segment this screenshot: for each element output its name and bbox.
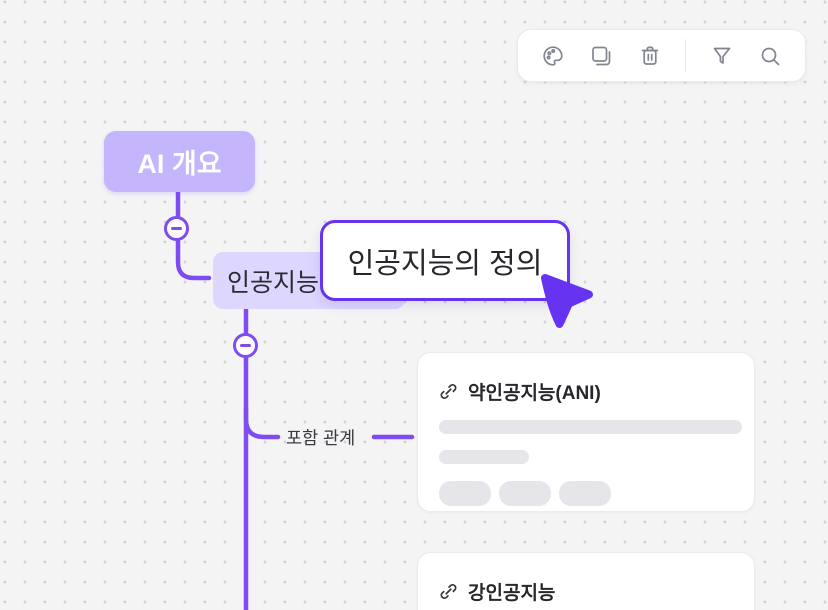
node-ai-overview-label: AI 개요 <box>137 149 222 179</box>
skeleton-line <box>439 420 742 434</box>
card-weak-ai-title: 약인공지능(ANI) <box>468 383 601 404</box>
palette-icon <box>543 45 563 66</box>
palette-button[interactable] <box>540 43 566 69</box>
collapse-button-root[interactable] <box>164 216 189 241</box>
search-icon <box>761 47 780 65</box>
skeleton-chip-row <box>439 481 754 506</box>
skeleton-line <box>439 450 529 464</box>
node-artificial-intelligence-label: 인공지능 <box>227 268 320 297</box>
skeleton-chip <box>439 481 491 506</box>
minus-icon <box>171 226 182 231</box>
edge-root-to-parent <box>175 189 212 281</box>
duplicate-button[interactable] <box>588 43 614 69</box>
link-icon <box>440 584 457 599</box>
card-weak-ai[interactable]: 약인공지능(ANI) <box>417 352 755 512</box>
edge-relation-label[interactable]: 포함 관계 <box>286 428 356 448</box>
floating-toolbar <box>517 29 806 82</box>
delete-button[interactable] <box>637 43 663 69</box>
card-strong-ai[interactable]: 강인공지능 <box>417 552 755 610</box>
node-definition-of-ai-selected[interactable]: 인공지능의 정의 <box>320 220 570 301</box>
edge-branch-elbow <box>243 405 281 440</box>
collapse-button-parent[interactable] <box>233 333 258 358</box>
pointer-cursor-icon <box>541 274 593 328</box>
filter-button[interactable] <box>709 43 735 69</box>
link-icon <box>440 384 457 399</box>
filter-icon <box>713 47 731 64</box>
search-button[interactable] <box>757 43 783 69</box>
skeleton-chip <box>499 481 551 506</box>
skeleton-chip <box>559 481 611 506</box>
minus-icon <box>240 343 251 348</box>
trash-icon <box>641 46 658 65</box>
duplicate-icon <box>592 46 611 65</box>
toolbar-divider <box>684 39 687 72</box>
node-definition-of-ai-label: 인공지능의 정의 <box>347 247 543 280</box>
card-strong-ai-title: 강인공지능 <box>468 583 556 604</box>
node-ai-overview[interactable]: AI 개요 <box>104 131 255 192</box>
